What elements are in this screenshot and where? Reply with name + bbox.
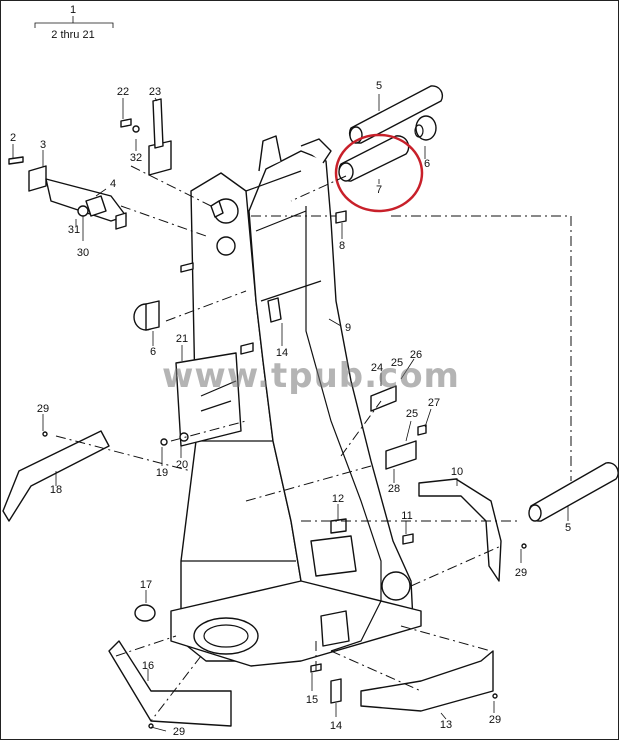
callout-24: 24 (371, 362, 383, 374)
callout-2: 2 (10, 132, 16, 144)
callout-11: 11 (401, 510, 412, 522)
callout-27: 27 (428, 397, 440, 409)
callout-18: 18 (50, 484, 62, 496)
callout-14-low: 14 (330, 720, 342, 732)
callout-5-lower: 5 (565, 522, 571, 534)
callout-16: 16 (142, 660, 154, 672)
callout-25-top: 25 (391, 357, 403, 369)
hardware (42, 200, 527, 729)
callout-22: 22 (117, 86, 129, 98)
callout-31: 31 (68, 224, 80, 236)
callout-17: 17 (140, 579, 152, 591)
callout-21: 21 (176, 333, 188, 345)
callout-29-bottom: 29 (173, 726, 185, 738)
callout-29-left: 29 (37, 403, 49, 415)
callout-30: 30 (77, 247, 89, 259)
callout-6-left: 6 (150, 346, 156, 358)
header-bracket: 1 2 thru 21 (34, 4, 114, 41)
header-range: 2 thru 21 (51, 29, 94, 41)
callout-5-top: 5 (376, 80, 382, 92)
callout-14-mid: 14 (276, 347, 288, 359)
guard-13 (360, 650, 494, 712)
callout-7: 7 (376, 184, 382, 196)
callout-labels: 2 3 4 5 5 6 6 7 8 9 10 11 12 13 14 14 15… (10, 80, 571, 738)
bracket-23 (120, 98, 172, 176)
callout-29-lower-right: 29 (489, 714, 501, 726)
callout-6-top: 6 (424, 158, 430, 170)
callout-10: 10 (451, 466, 463, 478)
callout-3: 3 (40, 139, 46, 151)
header-index: 1 (70, 4, 76, 16)
pin-lower (528, 462, 618, 522)
highlight-circle (334, 133, 424, 213)
callout-28: 28 (388, 483, 400, 495)
bushing-left (133, 300, 160, 331)
bracket-group (8, 156, 127, 230)
hose-line (305, 206, 382, 652)
pins-top (338, 85, 444, 182)
callout-13: 13 (440, 719, 452, 731)
callout-29-right: 29 (515, 567, 527, 579)
callout-26: 26 (410, 349, 422, 361)
leader-lines (12, 94, 569, 732)
callout-19: 19 (156, 467, 168, 479)
callout-4: 4 (110, 178, 116, 190)
callout-15: 15 (306, 694, 318, 706)
callout-9: 9 (345, 322, 351, 334)
guard-10 (418, 478, 502, 582)
mast-frame (170, 135, 422, 667)
callout-8: 8 (339, 240, 345, 252)
callout-12: 12 (332, 493, 344, 505)
callout-32: 32 (130, 152, 142, 164)
assembly-lines (55, 165, 572, 722)
watermark: www.tpub.com (162, 356, 460, 396)
callout-20: 20 (176, 459, 188, 471)
guard-18 (2, 430, 110, 522)
callout-23: 23 (149, 86, 161, 98)
callout-25-mid: 25 (406, 408, 418, 420)
